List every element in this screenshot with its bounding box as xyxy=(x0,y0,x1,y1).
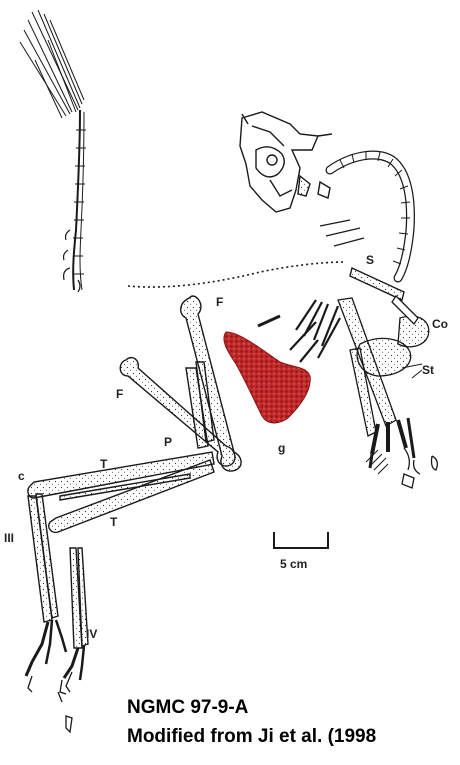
label-digit-three: III xyxy=(4,531,14,545)
tail-vertebrae xyxy=(20,10,86,292)
gastrolith-mass xyxy=(224,332,310,423)
source-caption: Modified from Ji et al. (1998 xyxy=(127,726,376,748)
label-femur-lower: F xyxy=(116,387,123,401)
label-coracoid: Co xyxy=(432,317,448,331)
missing-vertebrae-line xyxy=(128,262,345,287)
scale-bar-label: 5 cm xyxy=(280,557,307,571)
label-gastroliths: g xyxy=(278,441,285,455)
scale-bar xyxy=(274,532,328,548)
hindlimbs xyxy=(28,296,241,648)
label-femur-upper: F xyxy=(216,295,223,309)
skull xyxy=(240,112,332,212)
label-sternum: St xyxy=(422,363,434,377)
label-calcaneum: c xyxy=(18,469,25,483)
tail-filaments xyxy=(20,10,84,118)
label-pubis: P xyxy=(164,435,172,449)
label-scapula: S xyxy=(366,253,374,267)
label-tibia-lower: T xyxy=(110,515,118,529)
label-tibia-upper: T xyxy=(100,457,108,471)
specimen-caption: NGMC 97-9-A xyxy=(127,697,248,719)
label-digit-four: IV xyxy=(86,627,97,641)
